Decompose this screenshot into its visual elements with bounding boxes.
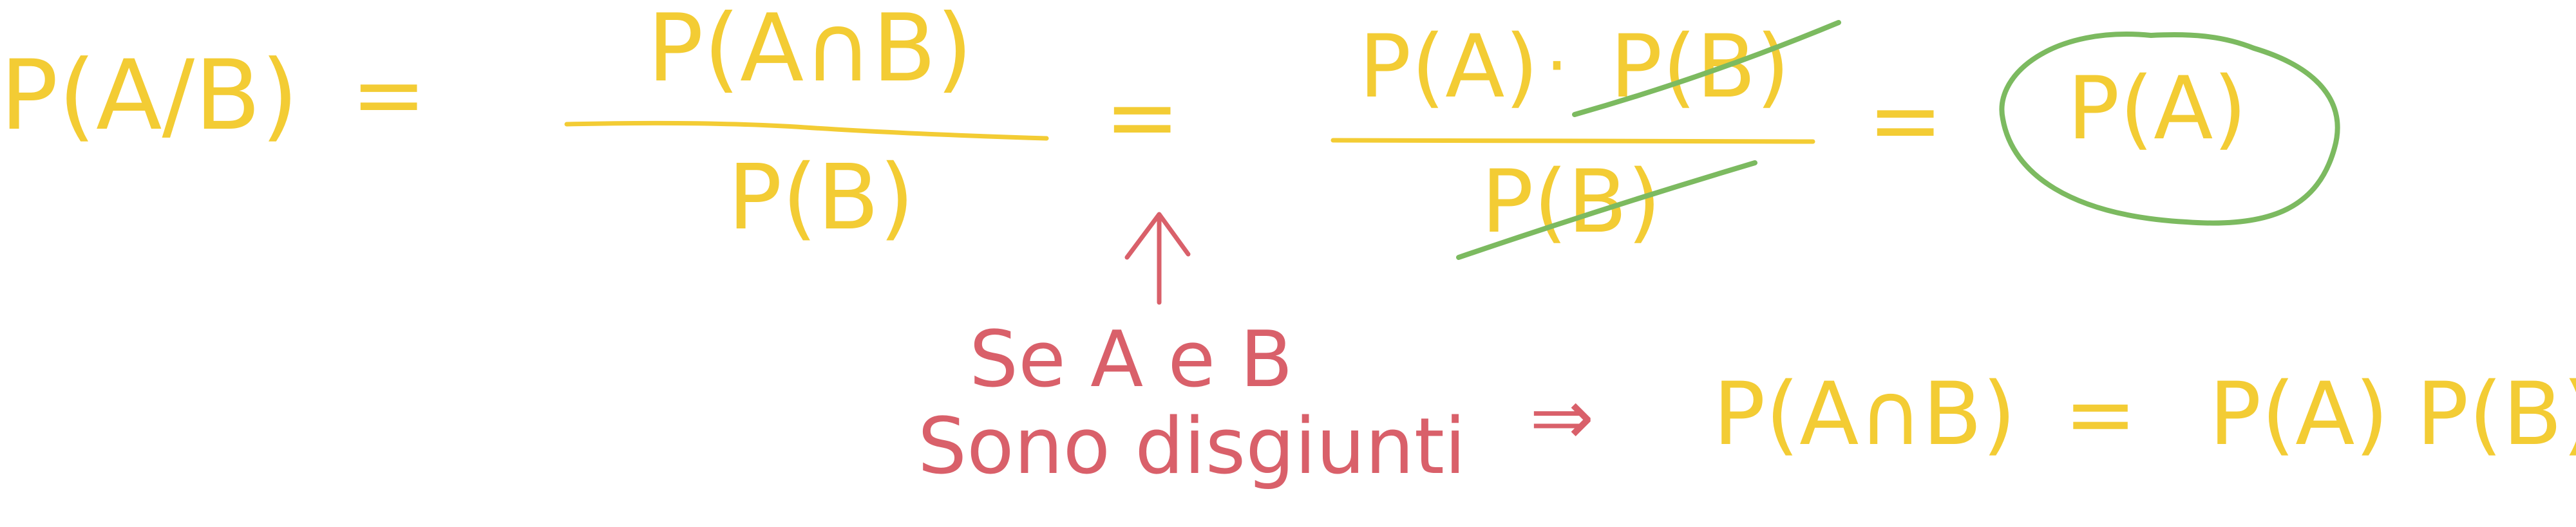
identity-lhs: P(A∩B) [1713, 364, 2016, 465]
lhs-conditional-probability: P(A/B) [0, 40, 299, 152]
fraction1-denominator: P(B) [728, 145, 914, 250]
equals-sign-3: = [1868, 68, 1943, 173]
cancel-stroke-numerator [1572, 20, 1841, 117]
fraction2-numerator-pb: P(B) [1610, 16, 1790, 117]
annotation-line2: Sono disgiunti [918, 402, 1466, 492]
implies-arrow: ⇒ [1530, 373, 1595, 463]
equals-sign-1: = [351, 42, 426, 147]
fraction2-numerator-pa: P(A) [1359, 16, 1539, 117]
fraction1-numerator: P(A∩B) [647, 0, 972, 103]
fraction2-numerator-dot: · [1546, 24, 1568, 107]
identity-rhs: P(A) P(B) [2209, 364, 2576, 465]
result-probability: P(A) [2067, 58, 2247, 159]
result-circle [1999, 32, 2340, 226]
fraction1-bar [564, 120, 1049, 141]
identity-equals: = [2064, 364, 2137, 465]
cancel-stroke-denominator [1456, 160, 1757, 260]
equals-sign-2: = [1104, 65, 1180, 170]
arrow-up-icon [1124, 212, 1191, 305]
fraction2-bar [1331, 138, 1815, 144]
annotation-line1: Se A e B [969, 315, 1293, 405]
